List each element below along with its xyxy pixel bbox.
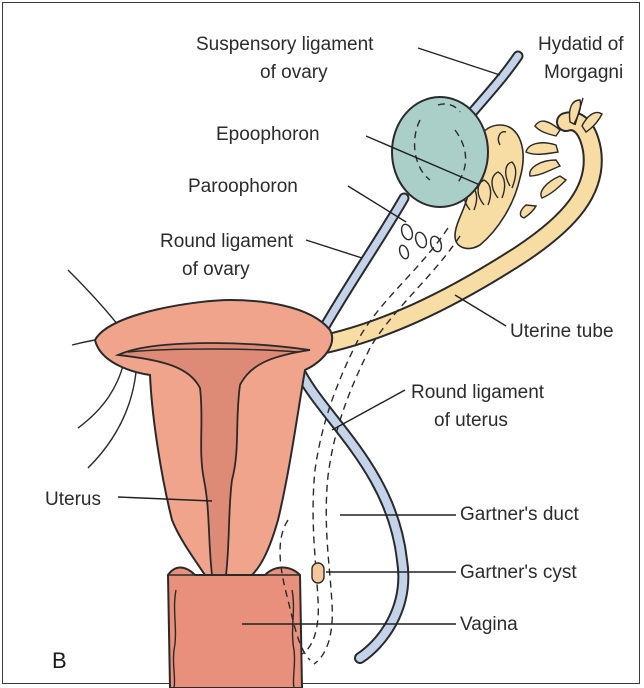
leader-round-uterus bbox=[332, 390, 405, 430]
leader-suspensory bbox=[418, 48, 500, 75]
label-hydatid-morgagni: Morgagni bbox=[544, 62, 623, 83]
gartners-cyst bbox=[312, 563, 324, 583]
label-round-ligament-uterus-2: of uterus bbox=[434, 410, 508, 431]
label-round-ligament-uterus: Round ligament bbox=[411, 382, 545, 403]
label-vagina: Vagina bbox=[460, 614, 518, 635]
label-hydatid: Hydatid of bbox=[538, 34, 624, 55]
label-gartners-cyst: Gartner's cyst bbox=[460, 562, 577, 583]
label-epoophoron: Epoophoron bbox=[216, 124, 320, 145]
paroophoron bbox=[398, 223, 444, 260]
label-suspensory-ligament-of-ovary: of ovary bbox=[260, 62, 328, 83]
label-uterus: Uterus bbox=[45, 489, 101, 510]
label-paroophoron: Paroophoron bbox=[188, 176, 298, 197]
ovary bbox=[392, 97, 488, 207]
leader-round-ovary bbox=[306, 240, 362, 258]
label-suspensory-ligament: Suspensory ligament bbox=[196, 34, 374, 55]
label-round-ligament-ovary: Round ligament bbox=[160, 231, 294, 252]
panel-letter: B bbox=[52, 648, 67, 673]
label-gartners-duct: Gartner's duct bbox=[460, 504, 579, 525]
leader-uterine-tube bbox=[455, 295, 506, 326]
label-uterine-tube: Uterine tube bbox=[510, 321, 614, 342]
vagina bbox=[168, 568, 302, 688]
label-round-ligament-ovary-2: of ovary bbox=[182, 259, 250, 280]
